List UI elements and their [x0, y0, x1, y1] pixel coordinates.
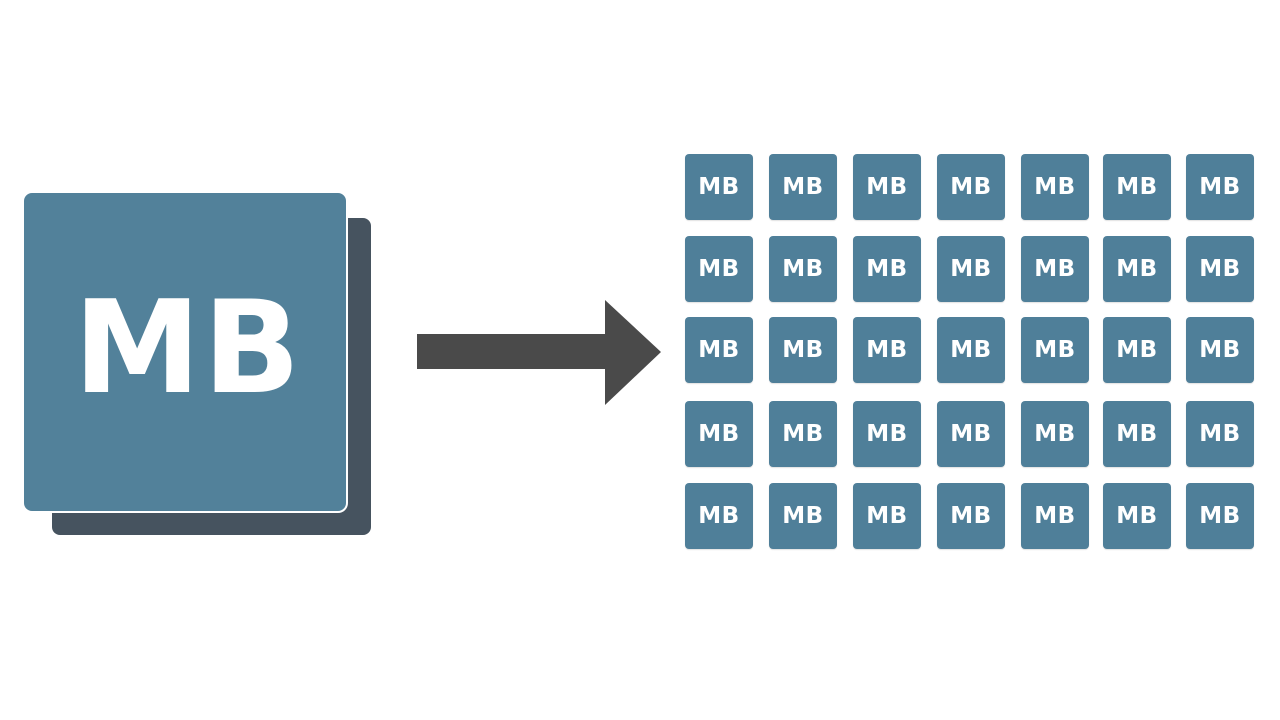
grid-tile: MB: [853, 317, 921, 383]
grid-tile: MB: [1186, 317, 1254, 383]
grid-tile: MB: [685, 154, 753, 220]
grid-tile-label: MB: [1116, 173, 1158, 200]
grid-tile: MB: [1103, 317, 1171, 383]
grid-tile-label: MB: [950, 502, 992, 529]
source-tile-label: MB: [73, 274, 303, 423]
grid-tile: MB: [1021, 483, 1089, 549]
grid-tile-label: MB: [950, 420, 992, 447]
grid-tile-label: MB: [698, 173, 740, 200]
grid-tile-label: MB: [1199, 336, 1241, 363]
grid-tile-label: MB: [1034, 173, 1076, 200]
grid-tile: MB: [1186, 483, 1254, 549]
grid-tile-label: MB: [782, 173, 824, 200]
grid-tile: MB: [685, 236, 753, 302]
grid-tile-label: MB: [1199, 255, 1241, 282]
grid-tile: MB: [769, 236, 837, 302]
grid-tile-label: MB: [1199, 502, 1241, 529]
grid-tile-label: MB: [1199, 420, 1241, 447]
grid-tile-label: MB: [782, 502, 824, 529]
grid-tile-label: MB: [1116, 502, 1158, 529]
grid-tile-label: MB: [1034, 336, 1076, 363]
grid-tile: MB: [769, 317, 837, 383]
grid-tile-label: MB: [782, 420, 824, 447]
grid-tile: MB: [937, 317, 1005, 383]
grid-tile: MB: [685, 317, 753, 383]
grid-tile: MB: [1021, 317, 1089, 383]
grid-tile-label: MB: [866, 173, 908, 200]
grid-tile: MB: [1021, 236, 1089, 302]
grid-tile: MB: [769, 401, 837, 467]
grid-tile: MB: [937, 401, 1005, 467]
grid-tile: MB: [685, 483, 753, 549]
grid-tile-label: MB: [1116, 336, 1158, 363]
grid-tile-label: MB: [1034, 255, 1076, 282]
grid-tile: MB: [853, 154, 921, 220]
grid-tile-label: MB: [866, 255, 908, 282]
grid-tile: MB: [1021, 401, 1089, 467]
grid-tile-label: MB: [698, 336, 740, 363]
grid-tile: MB: [937, 154, 1005, 220]
grid-tile: MB: [1186, 401, 1254, 467]
grid-tile: MB: [769, 483, 837, 549]
grid-tile-label: MB: [1116, 420, 1158, 447]
grid-tile-label: MB: [698, 255, 740, 282]
grid-tile-label: MB: [950, 173, 992, 200]
grid-tile: MB: [1103, 401, 1171, 467]
grid-tile: MB: [853, 483, 921, 549]
grid-tile: MB: [769, 154, 837, 220]
grid-tile-label: MB: [782, 255, 824, 282]
grid-tile: MB: [937, 483, 1005, 549]
grid-tile: MB: [685, 401, 753, 467]
grid-tile: MB: [853, 401, 921, 467]
source-tile: MB: [24, 193, 346, 511]
grid-tile-label: MB: [698, 502, 740, 529]
grid-tile-label: MB: [866, 502, 908, 529]
grid-tile-label: MB: [1034, 420, 1076, 447]
grid-tile-label: MB: [866, 420, 908, 447]
grid-tile: MB: [1186, 154, 1254, 220]
grid-tile: MB: [937, 236, 1005, 302]
grid-tile-label: MB: [1199, 173, 1241, 200]
right-arrow-icon: [417, 300, 661, 405]
grid-tile-label: MB: [1034, 502, 1076, 529]
grid-tile: MB: [1021, 154, 1089, 220]
grid-tile: MB: [1103, 236, 1171, 302]
grid-tile: MB: [1186, 236, 1254, 302]
target-tile-grid: MB MB MB MB MB MB MB MB MB MB MB MB MB MB MB MB MB MB MB MB…: [685, 154, 1255, 550]
grid-tile: MB: [853, 236, 921, 302]
grid-tile-label: MB: [950, 255, 992, 282]
grid-tile-label: MB: [698, 420, 740, 447]
grid-tile-label: MB: [1116, 255, 1158, 282]
grid-tile-label: MB: [950, 336, 992, 363]
grid-tile-label: MB: [782, 336, 824, 363]
grid-tile-label: MB: [866, 336, 908, 363]
grid-tile: MB: [1103, 154, 1171, 220]
grid-tile: MB: [1103, 483, 1171, 549]
